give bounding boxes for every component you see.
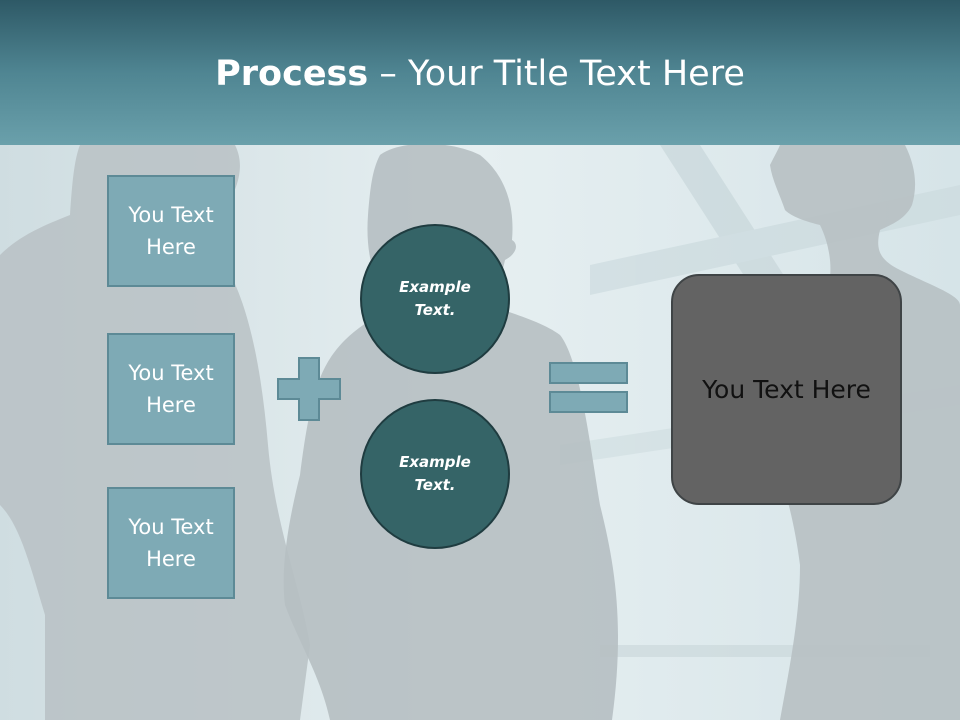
input-box-3: You Text Here bbox=[107, 487, 235, 599]
input-box-1: You Text Here bbox=[107, 175, 235, 287]
input-box-2-label: You Text Here bbox=[128, 361, 214, 417]
example-circle-2-label: Example Text. bbox=[399, 453, 471, 494]
example-circle-1: Example Text. bbox=[360, 224, 510, 374]
plus-icon bbox=[277, 357, 341, 421]
title-bold: Process bbox=[215, 54, 369, 94]
title-bar: Process – Your Title Text Here bbox=[0, 0, 960, 145]
title-rest: – Your Title Text Here bbox=[368, 54, 745, 94]
result-box-label: You Text Here bbox=[702, 375, 871, 404]
input-box-1-label: You Text Here bbox=[128, 203, 214, 259]
example-circle-2: Example Text. bbox=[360, 399, 510, 549]
input-box-3-label: You Text Here bbox=[128, 515, 214, 571]
result-box: You Text Here bbox=[671, 274, 902, 505]
equals-icon bbox=[549, 362, 628, 413]
example-circle-1-label: Example Text. bbox=[399, 278, 471, 319]
input-box-2: You Text Here bbox=[107, 333, 235, 445]
slide-title: Process – Your Title Text Here bbox=[0, 52, 960, 96]
